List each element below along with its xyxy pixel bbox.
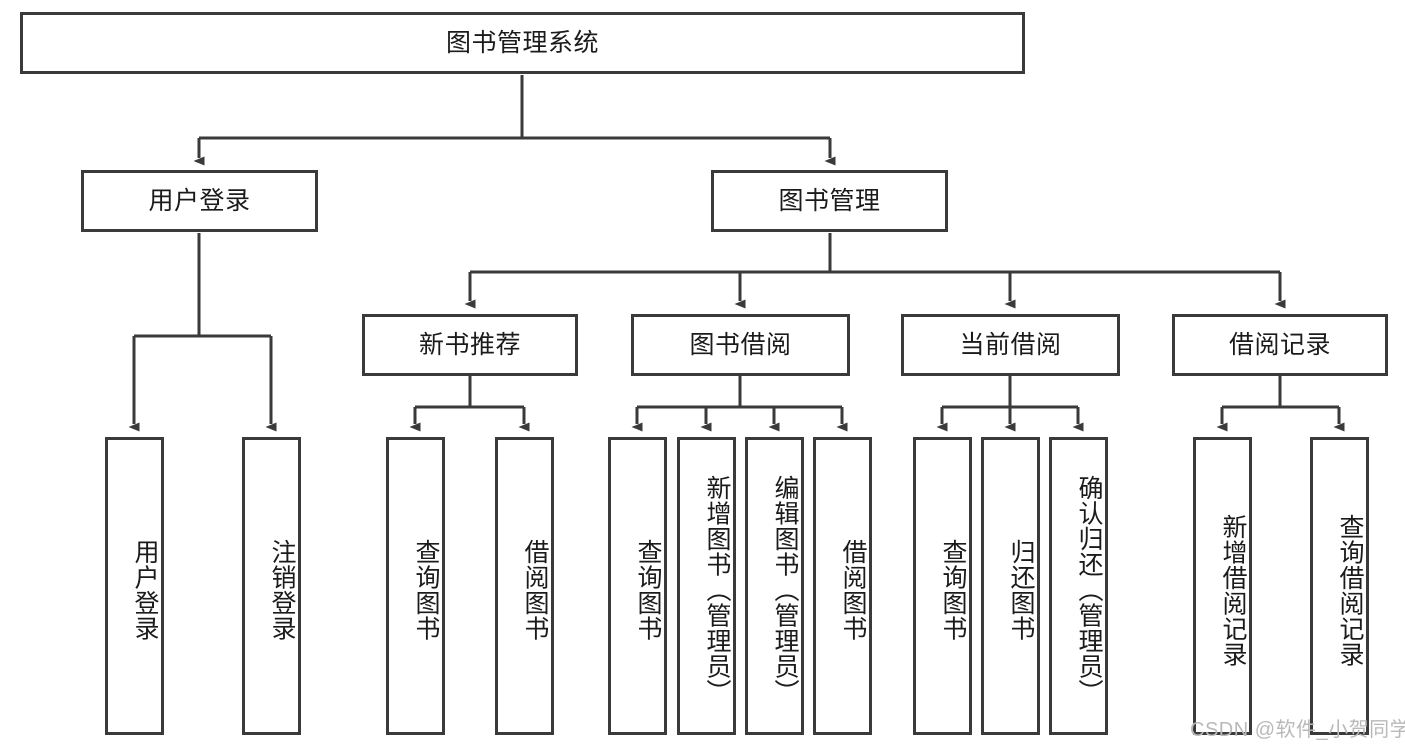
- node-user-login[interactable]: 用户登录: [81, 170, 318, 232]
- leaf-query-book-recommend[interactable]: 查询图书: [386, 437, 445, 735]
- leaf-add-book-admin[interactable]: 新增图书（管理员）: [677, 437, 736, 735]
- leaf-borrow-book[interactable]: 借阅图书: [813, 437, 872, 735]
- leaf-add-borrow-record[interactable]: 新增借阅记录: [1193, 437, 1252, 735]
- leaf-query-borrow-record[interactable]: 查询借阅记录: [1310, 437, 1369, 735]
- leaf-borrow-book-recommend[interactable]: 借阅图书: [495, 437, 554, 735]
- node-book-management[interactable]: 图书管理: [711, 170, 948, 232]
- node-current-borrow[interactable]: 当前借阅: [901, 314, 1120, 376]
- leaf-return-book[interactable]: 归还图书: [981, 437, 1040, 735]
- leaf-logout-login[interactable]: 注销登录: [242, 437, 301, 735]
- watermark-text: CSDN @软件_小贺同学: [1190, 719, 1405, 741]
- node-borrow-record[interactable]: 借阅记录: [1172, 314, 1388, 376]
- leaf-user-login[interactable]: 用户登录: [105, 437, 164, 735]
- leaf-confirm-return-admin[interactable]: 确认归还（管理员）: [1049, 437, 1108, 735]
- leaf-query-book-current[interactable]: 查询图书: [913, 437, 972, 735]
- leaf-query-book-borrow[interactable]: 查询图书: [608, 437, 667, 735]
- node-root-book-management-system[interactable]: 图书管理系统: [20, 12, 1025, 74]
- leaf-edit-book-admin[interactable]: 编辑图书（管理员）: [745, 437, 804, 735]
- node-book-borrow[interactable]: 图书借阅: [631, 314, 850, 376]
- node-new-book-recommend[interactable]: 新书推荐: [362, 314, 578, 376]
